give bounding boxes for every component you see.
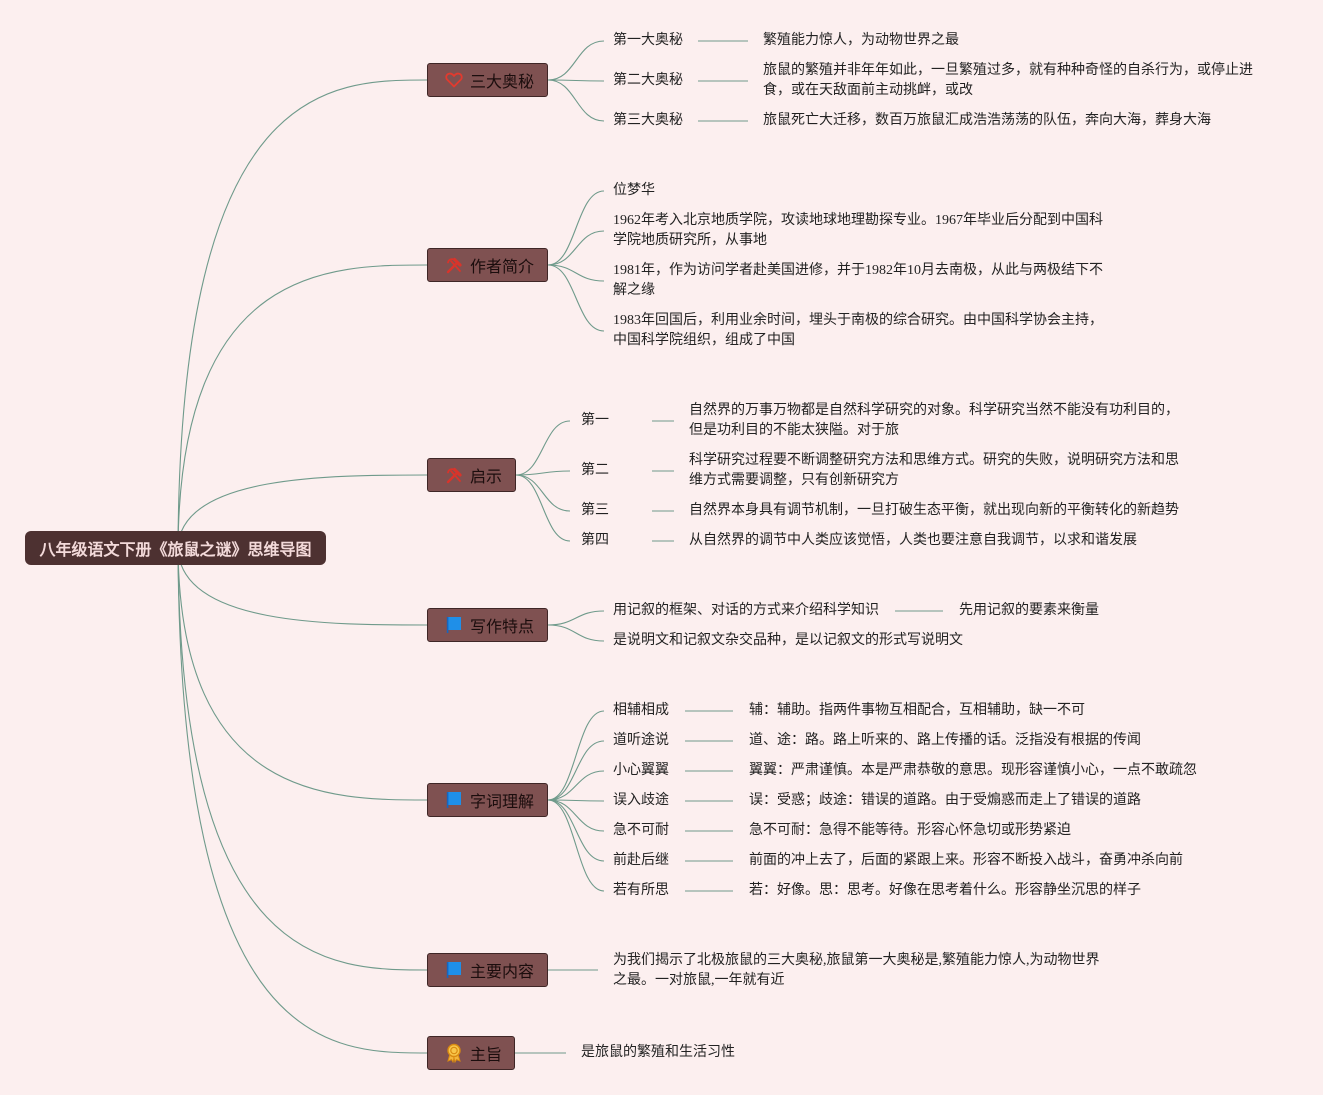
inspiration-description: 科学研究过程要不断调整研究方法和思维方式。研究的失败，说明研究方法和思 维方式需… — [689, 453, 1179, 488]
vocabulary-definition: 辅：辅助。指两件事物互相配合，互相辅助，缺一不可 — [749, 703, 1085, 718]
writing-feature-item: 用记叙的框架、对话的方式来介绍科学知识 — [613, 603, 879, 618]
connector-line — [547, 79, 605, 122]
connector-line — [515, 474, 571, 512]
root-topic: 八年级语文下册《旅鼠之谜》思维导图 — [25, 531, 326, 565]
vocabulary-term: 道听途说 — [613, 733, 669, 748]
author-info-item: 位梦华 — [613, 183, 655, 198]
connector-line — [547, 799, 605, 862]
vocabulary-definition: 道、途：路。路上听来的、路上传播的话。泛指没有根据的传闻 — [749, 733, 1141, 748]
connector-line — [515, 474, 571, 542]
vocabulary-term: 急不可耐 — [613, 823, 669, 838]
topic-label: 作者简介 — [470, 259, 535, 276]
vocabulary-term: 前赴后继 — [613, 853, 669, 868]
connector-line — [177, 547, 428, 971]
branch-author-intro: 作者简介 — [427, 248, 548, 282]
vocabulary-term: 误入歧途 — [613, 793, 669, 808]
connector-line — [515, 470, 571, 476]
secret-item: 第三大奥秘 — [613, 113, 683, 128]
branch-theme: 主旨 — [427, 1036, 515, 1070]
inspiration-item: 第一 — [581, 413, 609, 428]
connector-line — [547, 264, 605, 332]
heart-icon — [444, 70, 464, 90]
flag-icon — [444, 790, 464, 810]
topic-label: 主要内容 — [470, 964, 535, 981]
main-content-text: 为我们揭示了北极旅鼠的三大奥秘,旅鼠第一大奥秘是,繁殖能力惊人,为动物世界 之最… — [613, 953, 1100, 988]
vocabulary-term: 小心翼翼 — [613, 763, 669, 778]
inspiration-description: 从自然界的调节中人类应该觉悟，人类也要注意自我调节，以求和谐发展 — [689, 533, 1137, 548]
inspiration-item: 第四 — [581, 533, 609, 548]
topic-label: 写作特点 — [470, 619, 535, 636]
connector-line — [177, 264, 428, 549]
secret-item: 第一大奥秘 — [613, 33, 683, 48]
connector-line — [547, 740, 605, 801]
tools-icon — [444, 255, 464, 275]
tools-icon — [444, 465, 464, 485]
connector-line — [547, 799, 605, 892]
branch-inspiration: 启示 — [427, 458, 516, 492]
author-info-item: 1981年，作为访问学者赴美国进修，并于1982年10月去南极，从此与两极结下不… — [613, 263, 1103, 298]
connector-line — [177, 79, 428, 549]
connector-line — [515, 420, 571, 476]
connector-line — [547, 610, 605, 626]
vocabulary-term: 若有所思 — [613, 883, 669, 898]
secret-item: 第二大奥秘 — [613, 73, 683, 88]
vocabulary-definition: 误：受惑；歧途：错误的道路。由于受煽惑而走上了错误的道路 — [749, 793, 1141, 808]
topic-label: 主旨 — [470, 1047, 503, 1064]
connector-line — [547, 79, 605, 82]
connector-line — [547, 264, 605, 282]
inspiration-item: 第二 — [581, 463, 609, 478]
vocabulary-definition: 前面的冲上去了，后面的紧跟上来。形容不断投入战斗，奋勇冲杀向前 — [749, 853, 1183, 868]
branch-vocabulary: 字词理解 — [427, 783, 548, 817]
vocabulary-definition: 急不可耐：急得不能等待。形容心怀急切或形势紧迫 — [749, 823, 1071, 838]
writing-feature-detail: 先用记叙的要素来衡量 — [959, 603, 1099, 618]
branch-three-secrets: 三大奥秘 — [427, 63, 548, 97]
connector-line — [177, 547, 428, 1054]
connector-line — [547, 230, 605, 266]
topic-label: 启示 — [470, 469, 503, 486]
theme-text: 是旅鼠的繁殖和生活习性 — [581, 1045, 735, 1060]
secret-description: 旅鼠死亡大迁移，数百万旅鼠汇成浩浩荡荡的队伍，奔向大海，葬身大海 — [763, 113, 1211, 128]
writing-feature-item: 是说明文和记叙文杂交品种，是以记叙文的形式写说明文 — [613, 633, 963, 648]
secret-description: 繁殖能力惊人，为动物世界之最 — [763, 33, 959, 48]
inspiration-item: 第三 — [581, 503, 609, 518]
vocabulary-definition: 翼翼：严肃谨慎。本是严肃恭敬的意思。现形容谨慎小心，一点不敢疏忽 — [749, 763, 1197, 778]
inspiration-description: 自然界的万事万物都是自然科学研究的对象。科学研究当然不能没有功利目的， 但是功利… — [689, 403, 1179, 438]
branch-writing-features: 写作特点 — [427, 608, 548, 642]
flag-icon — [444, 615, 464, 635]
vocabulary-term: 相辅相成 — [613, 703, 669, 718]
connector-line — [547, 710, 605, 801]
author-info-item: 1983年回国后，利用业余时间，埋头于南极的综合研究。由中国科学协会主持， 中国… — [613, 313, 1103, 348]
inspiration-description: 自然界本身具有调节机制，一旦打破生态平衡，就出现向新的平衡转化的新趋势 — [689, 503, 1179, 518]
topic-label: 三大奥秘 — [470, 74, 535, 91]
connector-line — [547, 770, 605, 801]
connector-line — [547, 40, 605, 81]
flag-icon — [444, 960, 464, 980]
connector-line — [177, 474, 428, 549]
author-info-item: 1962年考入北京地质学院，攻读地球地理勘探专业。1967年毕业后分配到中国科 … — [613, 213, 1103, 248]
secret-description: 旅鼠的繁殖并非年年如此，一旦繁殖过多，就有种种奇怪的自杀行为，或停止进 食，或在… — [763, 63, 1253, 98]
connector-line — [547, 190, 605, 266]
vocabulary-definition: 若：好像。思：思考。好像在思考着什么。形容静坐沉思的样子 — [749, 883, 1141, 898]
topic-label: 字词理解 — [470, 794, 535, 811]
connector-line — [177, 547, 428, 801]
branch-main-content: 主要内容 — [427, 953, 548, 987]
award-ribbon-icon — [444, 1043, 464, 1063]
connector-line — [177, 547, 428, 626]
connector-line — [547, 799, 605, 832]
connector-line — [547, 624, 605, 642]
